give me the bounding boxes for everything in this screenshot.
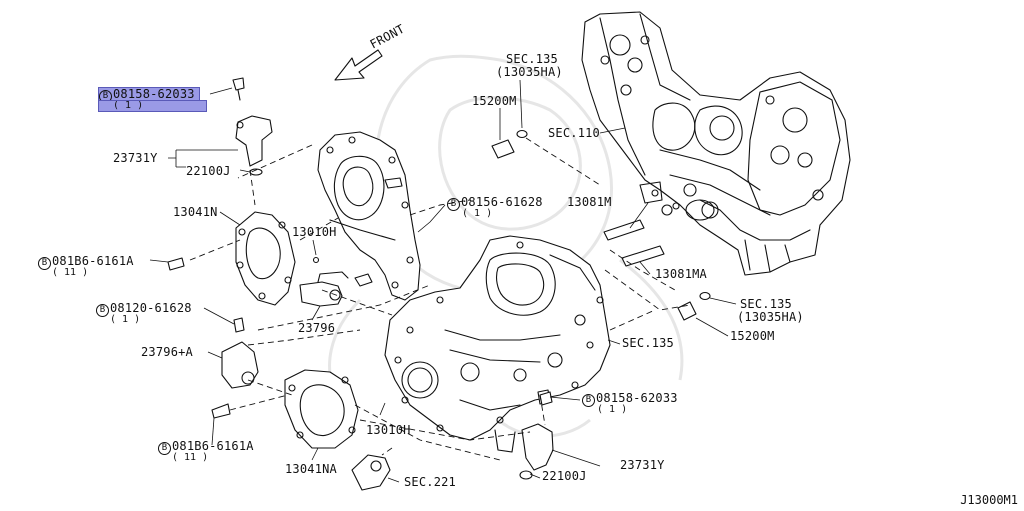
solenoid-bottom bbox=[221, 317, 259, 389]
cam-sensor-bottom bbox=[519, 389, 554, 480]
bolt-08158-bottom-qty: ( 1 ) bbox=[597, 404, 628, 415]
sec-135-top-sub: (13035HA) bbox=[496, 65, 563, 79]
part-23796[interactable]: 23796 bbox=[298, 321, 336, 335]
part-23731y-top[interactable]: 23731Y bbox=[113, 151, 158, 165]
dowel-pins bbox=[603, 199, 715, 267]
part-number: 08158-62033 bbox=[113, 87, 195, 101]
part-number: 081B6-6161A bbox=[52, 254, 134, 268]
bolt-08156-qty: ( 1 ) bbox=[462, 208, 493, 219]
bolt-symbol: B bbox=[38, 257, 51, 270]
bolt-symbol: B bbox=[96, 304, 109, 317]
bolt-symbol: B bbox=[447, 198, 460, 211]
part-23796a[interactable]: 23796+A bbox=[141, 345, 193, 359]
part-23731y-bottom[interactable]: 23731Y bbox=[620, 458, 665, 472]
sec-135-right-sub: (13035HA) bbox=[737, 310, 804, 324]
valve-timing-cover-top bbox=[167, 211, 296, 306]
diagram-id: J13000M1 bbox=[960, 493, 1018, 507]
part-13041na[interactable]: 13041NA bbox=[285, 462, 337, 476]
bolt-08158-top-qty: ( 1 ) bbox=[98, 100, 207, 112]
part-number: 08120-61628 bbox=[110, 301, 192, 315]
bolt-symbol: B bbox=[582, 394, 595, 407]
part-13010h-top[interactable]: 13010H bbox=[292, 225, 337, 239]
part-22100j-top[interactable]: 22100J bbox=[186, 164, 231, 178]
engine-block bbox=[581, 11, 851, 276]
part-15200m-right[interactable]: 15200M bbox=[730, 329, 775, 343]
sec-135-right-label[interactable]: SEC.135 bbox=[740, 297, 792, 311]
part-number: 081B6-6161A bbox=[172, 439, 254, 453]
part-number: 08158-62033 bbox=[596, 391, 678, 405]
part-22100j-bottom[interactable]: 22100J bbox=[542, 469, 587, 483]
part-13010h-bottom[interactable]: 13010H bbox=[366, 423, 411, 437]
bolt-08120-qty: ( 1 ) bbox=[110, 314, 141, 325]
sec-135-top-label[interactable]: SEC.135 bbox=[506, 52, 558, 66]
bolt-symbol: B bbox=[158, 442, 171, 455]
bolt-081b6-bottom-qty: ( 11 ) bbox=[172, 452, 209, 463]
part-number: 08156-61628 bbox=[461, 195, 543, 209]
part-13081ma[interactable]: 13081MA bbox=[655, 267, 707, 281]
solenoid-top bbox=[299, 256, 373, 307]
cam-sensor-top bbox=[232, 77, 273, 176]
sec-135-mid-label[interactable]: SEC.135 bbox=[622, 336, 674, 350]
sec-221-label[interactable]: SEC.221 bbox=[404, 475, 456, 489]
part-13081m[interactable]: 13081M bbox=[567, 195, 612, 209]
sec-110-label[interactable]: SEC.110 bbox=[548, 126, 600, 140]
valve-timing-cover-bottom bbox=[211, 369, 359, 449]
part-13041n[interactable]: 13041N bbox=[173, 205, 218, 219]
front-cover-upper bbox=[317, 131, 421, 301]
front-arrow bbox=[334, 49, 383, 81]
timing-cover-main bbox=[384, 235, 611, 453]
part-15200m-top[interactable]: 15200M bbox=[472, 94, 517, 108]
bolt-081b6-top-qty: ( 11 ) bbox=[52, 267, 89, 278]
crank-sensor bbox=[351, 454, 391, 491]
